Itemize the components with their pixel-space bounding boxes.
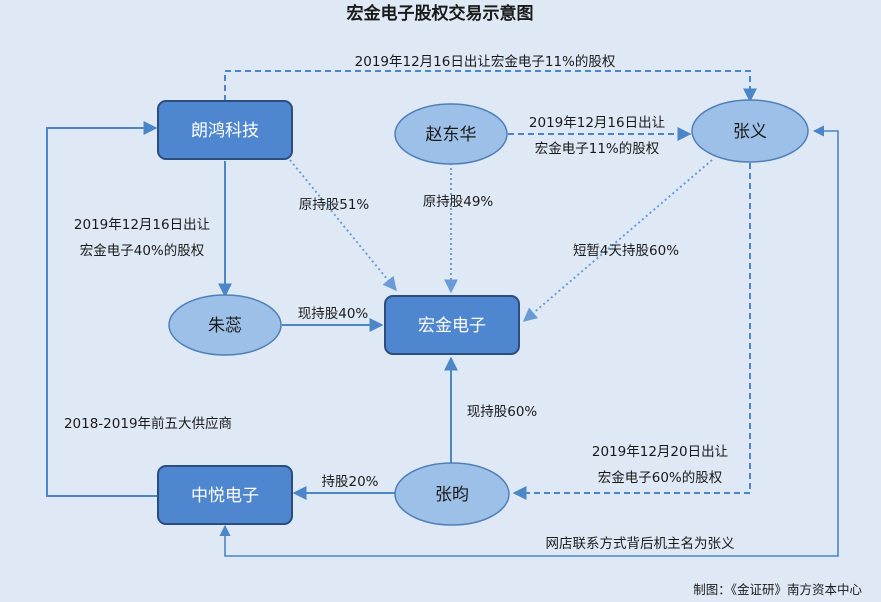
edge-label-zhao-zhangyi-line2: 宏金电子11%的股权 [535,140,660,157]
edge-label-zhangyun-zhongyue: 持股20% [321,474,378,490]
edge-label-langhong-zhurui-line1: 2019年12月16日出让 [74,217,210,233]
edge-label-zhurui-hongjin: 现持股40% [298,306,369,322]
node-zhaodonghua-label: 赵东华 [426,125,477,145]
node-hongjin: 宏金电子 [384,295,520,355]
edge-label-langhong-zhangyi: 2019年12月16日出让宏金电子11%的股权 [355,53,616,70]
edge-label-zhongyue-langhong: 2018-2019年前五大供应商 [64,415,232,432]
edge-label-zhongyue-zhangyi: 网店联系方式背后机主名为张义 [546,536,735,552]
node-zhangyun: 张昀 [394,462,510,526]
node-zhaodonghua: 赵东华 [394,103,508,165]
edge-label-zhangyi-zhangyun-line1: 2019年12月20日出让 [592,444,728,460]
edge-langhong-zhangyi [224,70,757,103]
edge-zhangyi-hongjin [522,159,713,322]
credit-text: 制图：《金证研》南方资本中心 [693,582,862,597]
node-langhong-label: 朗鸿科技 [191,121,259,141]
edge-langhong-hongjin [289,159,397,292]
node-zhangyun-label: 张昀 [435,485,469,505]
edge-label-zhangyi-hongjin: 短暂4天持股60% [573,243,679,259]
edge-label-zhao-hongjin: 原持股49% [423,194,494,210]
node-zhongyue-label: 中悦电子 [191,486,259,506]
node-hongjin-label: 宏金电子 [418,316,486,336]
node-zhangyi-label: 张义 [733,122,767,142]
edge-label-langhong-zhurui-line2: 宏金电子40%的股权 [80,242,205,259]
edge-label-langhong-hongjin: 原持股51% [299,197,370,213]
diagram-title: 宏金电子股权交易示意图 [347,3,534,24]
edge-label-zhao-zhangyi-line1: 2019年12月16日出让 [529,115,665,131]
node-zhurui: 朱蕊 [168,294,282,356]
edge-zhongyue-zhangyi [219,125,839,557]
node-langhong: 朗鸿科技 [157,100,293,160]
node-zhangyi: 张义 [691,99,809,163]
node-zhurui-label: 朱蕊 [208,316,242,336]
edge-zhongyue-langhong [46,121,158,497]
node-zhongyue: 中悦电子 [157,465,293,525]
edge-label-zhangyi-zhangyun-line2: 宏金电子60%的股权 [598,469,723,486]
edge-label-zhangyun-hongjin: 现持股60% [467,404,538,420]
